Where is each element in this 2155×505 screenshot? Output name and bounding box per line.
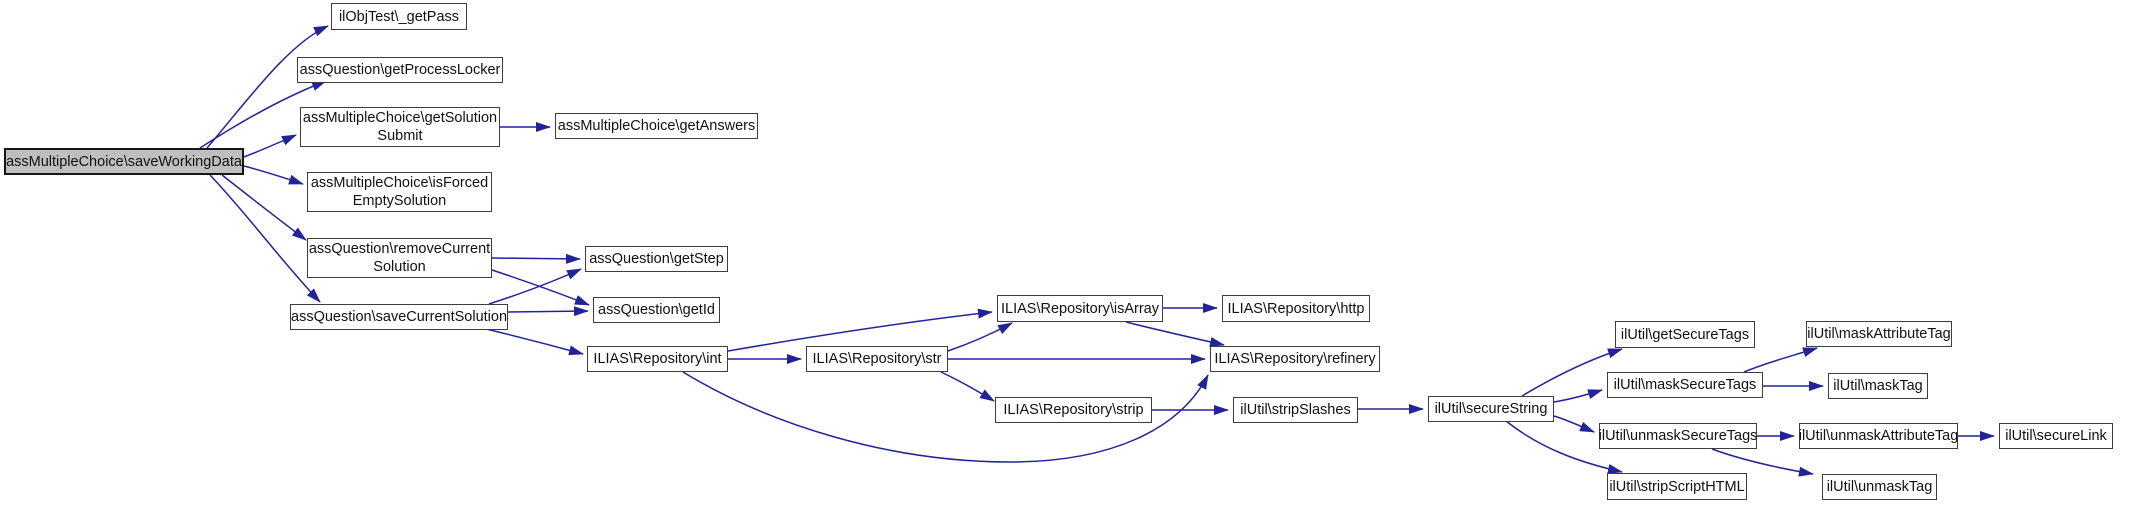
node-label: EmptySolution [352, 193, 447, 209]
edge-saveWorkingData-isForcedEmptySolution [243, 165, 304, 185]
edge-unmaskSecureTags-unmaskTag [1711, 448, 1814, 477]
node-getPass[interactable]: ilObjTest\_getPass [331, 3, 467, 30]
node-getId[interactable]: assQuestion\getId [593, 297, 720, 323]
edge-secureString-unmaskSecureTags [1553, 415, 1595, 433]
node-unmaskTag[interactable]: ilUtil\unmaskTag [1822, 474, 1937, 500]
node-label: ilUtil\unmaskSecureTags [1598, 428, 1758, 444]
node-secureLink[interactable]: ilUtil\secureLink [1999, 423, 2113, 449]
node-unmaskAttributeTag[interactable]: ilUtil\unmaskAttributeTag [1799, 423, 1958, 449]
edge-saveWorkingData-saveCurrentSolution [209, 174, 321, 303]
node-label: ilUtil\maskAttributeTag [1807, 326, 1951, 342]
node-label: ilUtil\unmaskTag [1826, 479, 1933, 495]
edge-str-isArray [947, 322, 1013, 352]
node-label: assMultipleChoice\saveWorkingData [6, 153, 242, 170]
node-str[interactable]: ILIAS\Repository\str [806, 346, 948, 372]
node-label: ILIAS\Repository\http [1227, 300, 1365, 317]
node-maskSecureTags[interactable]: ilUtil\maskSecureTags [1607, 372, 1763, 398]
edge-isArray-refinery [1125, 321, 1225, 347]
node-label: ILIAS\Repository\strip [1003, 402, 1144, 418]
edge-secureString-maskSecureTags [1553, 389, 1603, 403]
node-label: ilUtil\secureLink [2005, 428, 2107, 444]
node-strip[interactable]: ILIAS\Repository\strip [995, 397, 1152, 423]
edge-int-isArray [727, 308, 993, 352]
node-stripSlashes[interactable]: ilUtil\stripSlashes [1233, 397, 1358, 423]
node-label: Solution [373, 259, 426, 275]
edge-removeCurrentSolution-getStep [491, 253, 581, 264]
node-label: assQuestion\getStep [589, 251, 724, 267]
edge-saveWorkingData-getSolutionSubmit [243, 134, 297, 158]
node-label: ILIAS\Repository\int [593, 351, 722, 367]
node-label: ilObjTest\_getPass [338, 8, 460, 25]
edge-saveWorkingData-getPass [206, 25, 329, 149]
node-label: ilUtil\maskTag [1833, 378, 1923, 394]
node-label: ILIAS\Repository\refinery [1214, 351, 1376, 367]
node-label: assQuestion\getProcessLocker [299, 62, 501, 78]
node-label: ilUtil\stripScriptHTML [1609, 478, 1745, 495]
node-getProcessLocker[interactable]: assQuestion\getProcessLocker [297, 57, 503, 83]
node-label: ilUtil\stripSlashes [1240, 402, 1351, 418]
node-stripScriptHTML[interactable]: ilUtil\stripScriptHTML [1607, 473, 1747, 500]
node-saveCurrentSolution[interactable]: assQuestion\saveCurrentSolution [290, 304, 508, 330]
node-label: ilUtil\getSecureTags [1620, 326, 1750, 343]
edge-saveWorkingData-removeCurrentSolution [221, 174, 307, 241]
node-maskAttributeTag[interactable]: ilUtil\maskAttributeTag [1806, 321, 1952, 347]
node-refinery[interactable]: ILIAS\Repository\refinery [1210, 346, 1380, 372]
node-isArray[interactable]: ILIAS\Repository\isArray [997, 295, 1163, 322]
node-getStep[interactable]: assQuestion\getStep [585, 246, 728, 272]
node-getAnswers[interactable]: assMultipleChoice\getAnswers [555, 113, 758, 139]
node-unmaskSecureTags[interactable]: ilUtil\unmaskSecureTags [1599, 423, 1757, 449]
edge-removeCurrentSolution-getId [491, 269, 590, 306]
edge-saveCurrentSolution-int [481, 327, 584, 356]
node-label: assMultipleChoice\getSolution [302, 110, 498, 126]
node-getSecureTags[interactable]: ilUtil\getSecureTags [1615, 321, 1755, 348]
node-label: ilUtil\unmaskAttributeTag [1798, 428, 1959, 444]
node-label: ilUtil\maskSecureTags [1613, 377, 1757, 393]
node-label: Submit [377, 128, 423, 144]
node-label: ilUtil\secureString [1434, 401, 1548, 417]
edge-saveWorkingData-getProcessLocker [199, 80, 327, 149]
node-int[interactable]: ILIAS\Repository\int [587, 346, 728, 372]
node-maskTag[interactable]: ilUtil\maskTag [1828, 373, 1928, 399]
node-label: assQuestion\saveCurrentSolution [291, 309, 508, 325]
edge-secureString-getSecureTags [1521, 348, 1623, 397]
edge-str-strip [940, 371, 995, 402]
edge-saveCurrentSolution-getStep [488, 268, 582, 305]
node-http[interactable]: ILIAS\Repository\http [1222, 295, 1370, 322]
edge-saveCurrentSolution-getId [507, 306, 589, 317]
edge-int-refinery [682, 371, 1209, 463]
node-label: assQuestion\removeCurrent [308, 241, 491, 257]
edge-maskSecureTags-maskAttributeTag [1743, 347, 1818, 373]
node-saveWorkingData[interactable]: assMultipleChoice\saveWorkingData [4, 148, 244, 175]
node-label: ILIAS\Repository\str [812, 351, 942, 367]
node-label: assMultipleChoice\getAnswers [557, 118, 756, 134]
node-label: assQuestion\getId [598, 302, 715, 318]
node-secureString[interactable]: ilUtil\secureString [1428, 396, 1554, 422]
edge-secureString-stripScriptHTML [1505, 420, 1623, 474]
node-label: ILIAS\Repository\isArray [1001, 300, 1159, 317]
node-label: assMultipleChoice\isForced [310, 175, 489, 191]
